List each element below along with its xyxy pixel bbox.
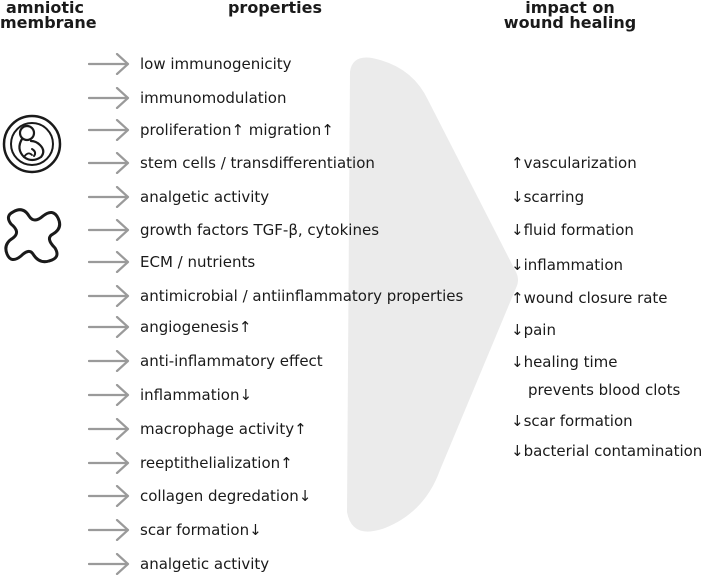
- property-item: angiogenesis↑: [140, 318, 252, 336]
- header-amniotic-membrane: amniotic membrane: [0, 0, 97, 32]
- arrow-icon: [88, 485, 130, 507]
- property-item: anti-inflammatory effect: [140, 352, 323, 370]
- impact-item: ↓pain: [511, 321, 556, 339]
- header-line: amniotic: [6, 0, 84, 17]
- impact-item: ↓bacterial contamination: [511, 442, 703, 460]
- impact-item: prevents blood clots: [528, 381, 681, 399]
- header-properties: properties: [200, 0, 350, 17]
- impact-item: ↓healing time: [511, 353, 618, 371]
- arrow-icon: [88, 119, 130, 141]
- header-line: wound healing: [503, 13, 637, 32]
- property-item: scar formation↓: [140, 521, 262, 539]
- property-item: analgetic activity: [140, 555, 270, 573]
- header-line: properties: [227, 0, 323, 17]
- arrow-icon: [88, 519, 130, 541]
- arrow-icon: [88, 316, 130, 338]
- property-item: antimicrobial / antiinflammatory propert…: [140, 287, 464, 305]
- impact-item: ↓scar formation: [511, 412, 633, 430]
- property-item: collagen degredation↓: [140, 487, 312, 505]
- header-impact-on-wound-healing: impact on wound healing: [495, 0, 645, 32]
- arrow-icon: [88, 186, 130, 208]
- arrow-icon: [88, 452, 130, 474]
- arrow-icon: [88, 553, 130, 575]
- arrow-icon: [88, 152, 130, 174]
- property-item: inflammation↓: [140, 386, 253, 404]
- property-item: low immunogenicity: [140, 55, 292, 73]
- property-item: reeptithelialization↑: [140, 454, 293, 472]
- property-item: analgetic activity: [140, 188, 270, 206]
- arrow-icon: [88, 219, 130, 241]
- arrow-icon: [88, 384, 130, 406]
- fetus-in-womb-icon: [2, 114, 62, 174]
- arrow-icon: [88, 251, 130, 273]
- property-item: macrophage activity↑: [140, 420, 307, 438]
- header-line: membrane: [0, 13, 97, 32]
- property-item: growth factors TGF-β, cytokines: [140, 221, 380, 239]
- property-item: ECM / nutrients: [140, 253, 256, 271]
- arrow-icon: [88, 53, 130, 75]
- property-item: proliferation↑ migration↑: [140, 121, 334, 139]
- amniotic-membrane-icon: [4, 208, 62, 264]
- property-item: stem cells / transdifferentiation: [140, 154, 375, 172]
- arrow-icon: [88, 87, 130, 109]
- impact-item: ↓inflammation: [511, 256, 624, 274]
- arrow-icon: [88, 350, 130, 372]
- impact-item: ↑vascularization: [511, 154, 637, 172]
- impact-item: ↓scarring: [511, 188, 585, 206]
- header-line: impact on: [525, 0, 615, 17]
- impact-item: ↓fluid formation: [511, 221, 634, 239]
- arrow-icon: [88, 418, 130, 440]
- impact-item: ↑wound closure rate: [511, 289, 668, 307]
- arrow-icon: [88, 285, 130, 307]
- property-item: immunomodulation: [140, 89, 287, 107]
